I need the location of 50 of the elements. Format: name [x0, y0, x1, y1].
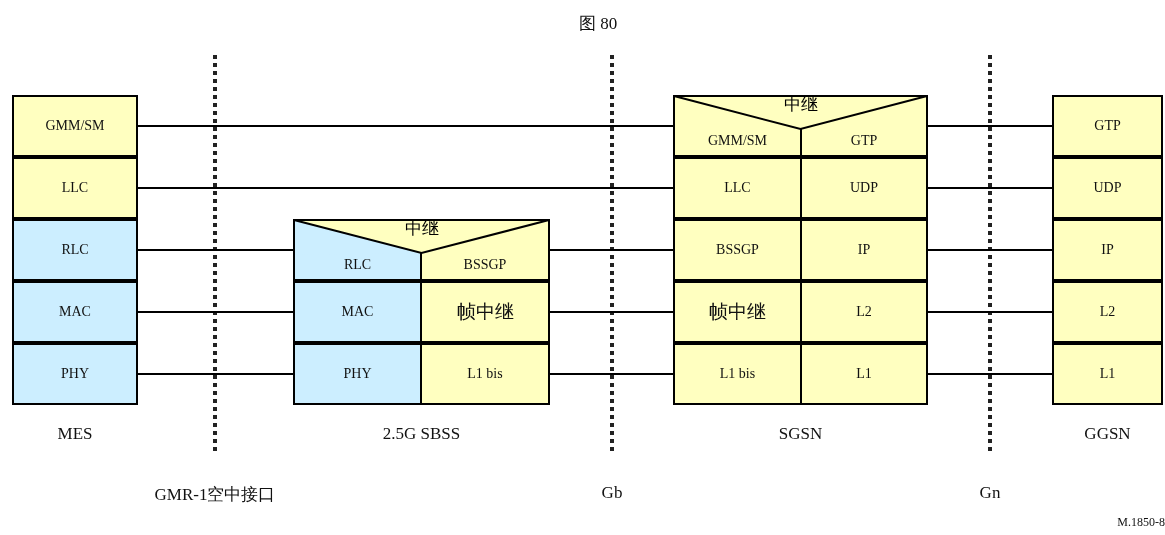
protocol-layer: GTP [800, 129, 928, 157]
relay-triangle: 中继 [673, 95, 928, 129]
connector-line [137, 311, 294, 313]
connector-line [137, 373, 294, 375]
connector-line [549, 249, 674, 251]
connector-line [137, 125, 674, 127]
protocol-layer: LLC [12, 157, 138, 219]
protocol-layer: RLC [12, 219, 138, 281]
protocol-layer: GMM/SM [12, 95, 138, 157]
interface-label: Gb [601, 483, 623, 503]
stack-label: MES [57, 424, 93, 444]
protocol-layer: GMM/SM [673, 129, 802, 157]
protocol-layer: 帧中继 [420, 281, 550, 343]
connector-line [137, 187, 674, 189]
interface-label: GMR-1空中接口 [154, 484, 276, 506]
protocol-layer: L2 [1052, 281, 1163, 343]
protocol-layer: PHY [293, 343, 422, 405]
stack-label: 2.5G SBSS [382, 424, 461, 444]
stack-label: SGSN [778, 424, 823, 444]
figure-title: 图 80 [578, 13, 618, 35]
stack-label: GGSN [1084, 424, 1131, 444]
protocol-layer: PHY [12, 343, 138, 405]
protocol-layer: MAC [293, 281, 422, 343]
protocol-layer: IP [1052, 219, 1163, 281]
protocol-layer: L2 [800, 281, 928, 343]
connector-line [549, 373, 674, 375]
protocol-layer: L1 [1052, 343, 1163, 405]
connector-line [927, 311, 1053, 313]
protocol-layer: BSSGP [420, 253, 550, 281]
protocol-layer: RLC [293, 253, 422, 281]
connector-line [927, 187, 1053, 189]
connector-line [927, 373, 1053, 375]
protocol-layer: L1 [800, 343, 928, 405]
protocol-layer: BSSGP [673, 219, 802, 281]
relay-triangle: 中继 [293, 219, 550, 253]
protocol-layer: L1 bis [673, 343, 802, 405]
connector-line [137, 249, 294, 251]
interface-label: Gn [979, 483, 1001, 503]
protocol-layer: LLC [673, 157, 802, 219]
connector-line [927, 249, 1053, 251]
protocol-layer: IP [800, 219, 928, 281]
connector-line [927, 125, 1053, 127]
protocol-layer: UDP [1052, 157, 1163, 219]
protocol-layer: 帧中继 [673, 281, 802, 343]
protocol-layer: GTP [1052, 95, 1163, 157]
figure-reference: M.1850-8 [1117, 515, 1165, 530]
protocol-layer: L1 bis [420, 343, 550, 405]
connector-line [549, 311, 674, 313]
protocol-layer: UDP [800, 157, 928, 219]
protocol-layer: MAC [12, 281, 138, 343]
